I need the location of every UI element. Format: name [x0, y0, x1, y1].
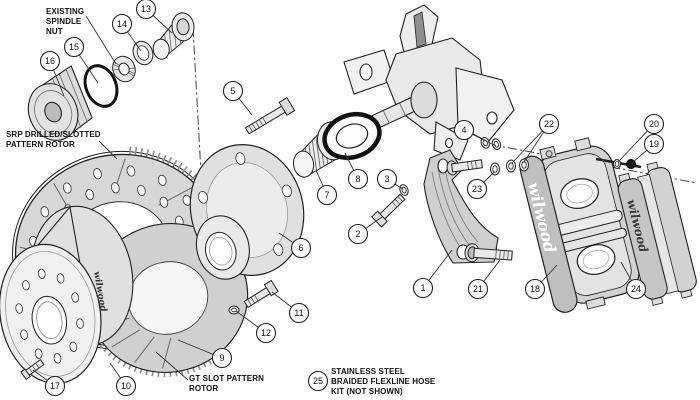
svg-text:23: 23	[472, 184, 482, 194]
wheel-stud	[20, 358, 45, 380]
callout-16: 16	[39, 50, 65, 97]
callout-24: 24	[620, 261, 647, 300]
svg-text:19: 19	[649, 139, 659, 149]
callout-10: 10	[109, 362, 137, 397]
callout-9: 9	[177, 339, 233, 369]
callout-25: 25	[307, 370, 329, 392]
callout-layer: 1234567891011121314151617181920212223242…	[32, 0, 665, 397]
callout-13: 13	[135, 0, 173, 34]
label-existing-spindle-nut: EXISTING SPINDLE NUT	[46, 7, 85, 36]
bracket-bolt	[371, 193, 406, 228]
callout-21: 21	[467, 259, 501, 300]
callout-6: 6	[278, 232, 312, 259]
callout-3: 3	[376, 168, 404, 190]
callout-8: 8	[344, 152, 369, 190]
existing-spindle-nut-part	[112, 55, 136, 83]
callout-5: 5	[222, 80, 253, 116]
hub-bolt	[243, 279, 279, 309]
callout-2: 2	[347, 216, 383, 245]
svg-text:4: 4	[461, 125, 466, 135]
label-srp-rotor: SRP DRILLED/SLOTTED PATTERN ROTOR	[6, 130, 101, 149]
callout-7: 7	[315, 169, 338, 206]
svg-text:25: 25	[313, 376, 323, 386]
hub	[189, 144, 305, 280]
svg-text:5: 5	[230, 86, 235, 96]
bracket-stud-upper	[446, 159, 483, 176]
svg-text:7: 7	[324, 190, 329, 200]
callout-15: 15	[63, 36, 99, 84]
rotor-hat	[0, 205, 134, 385]
brake-caliper: wilwood	[519, 137, 640, 313]
hat-lug-holes	[15, 268, 84, 364]
svg-text:2: 2	[355, 229, 360, 239]
svg-text:10: 10	[121, 381, 131, 391]
caliper-bracket	[423, 149, 499, 264]
svg-text:13: 13	[141, 4, 151, 14]
svg-text:20: 20	[649, 119, 659, 129]
bracket-stud-lower	[464, 243, 513, 263]
svg-text:11: 11	[294, 308, 303, 318]
svg-text:8: 8	[355, 174, 360, 184]
svg-text:24: 24	[631, 284, 641, 294]
spindle-washers	[480, 137, 502, 151]
label-leaders	[85, 15, 189, 381]
callout-20: 20	[617, 113, 665, 163]
svg-text:15: 15	[69, 42, 79, 52]
label-gt-rotor: GT SLOT PATTERN ROTOR	[189, 374, 264, 393]
svg-text:16: 16	[45, 56, 55, 66]
dust-cap	[27, 65, 93, 141]
callout-17: 17	[32, 369, 66, 397]
callout-14: 14	[111, 13, 142, 52]
callout-22: 22	[511, 113, 560, 164]
callout-4: 4	[453, 119, 497, 147]
o-ring	[83, 64, 119, 108]
grease-seal	[322, 111, 382, 161]
svg-text:17: 17	[50, 381, 60, 391]
svg-text:22: 22	[544, 119, 554, 129]
callout-1: 1	[412, 249, 453, 299]
svg-text:6: 6	[298, 243, 303, 253]
svg-text:18: 18	[530, 284, 540, 294]
callout-18: 18	[524, 264, 558, 300]
svg-text:1: 1	[420, 283, 425, 293]
outer-bearing	[152, 11, 195, 61]
spindle-bolt	[244, 97, 296, 135]
svg-text:12: 12	[261, 328, 271, 338]
svg-text:21: 21	[473, 284, 483, 294]
svg-text:14: 14	[117, 19, 127, 29]
callout-23: 23	[466, 171, 495, 200]
callout-11: 11	[271, 291, 310, 324]
callout-12: 12	[235, 310, 277, 344]
svg-text:3: 3	[384, 174, 389, 184]
label-hose-note: STAINLESS STEEL BRAIDED FLEXLINE HOSE KI…	[331, 367, 436, 396]
svg-text:9: 9	[219, 353, 224, 363]
brake-pads: wilwood	[617, 161, 697, 306]
callout-19: 19	[631, 133, 665, 164]
bolt-nut-washer	[228, 305, 240, 315]
